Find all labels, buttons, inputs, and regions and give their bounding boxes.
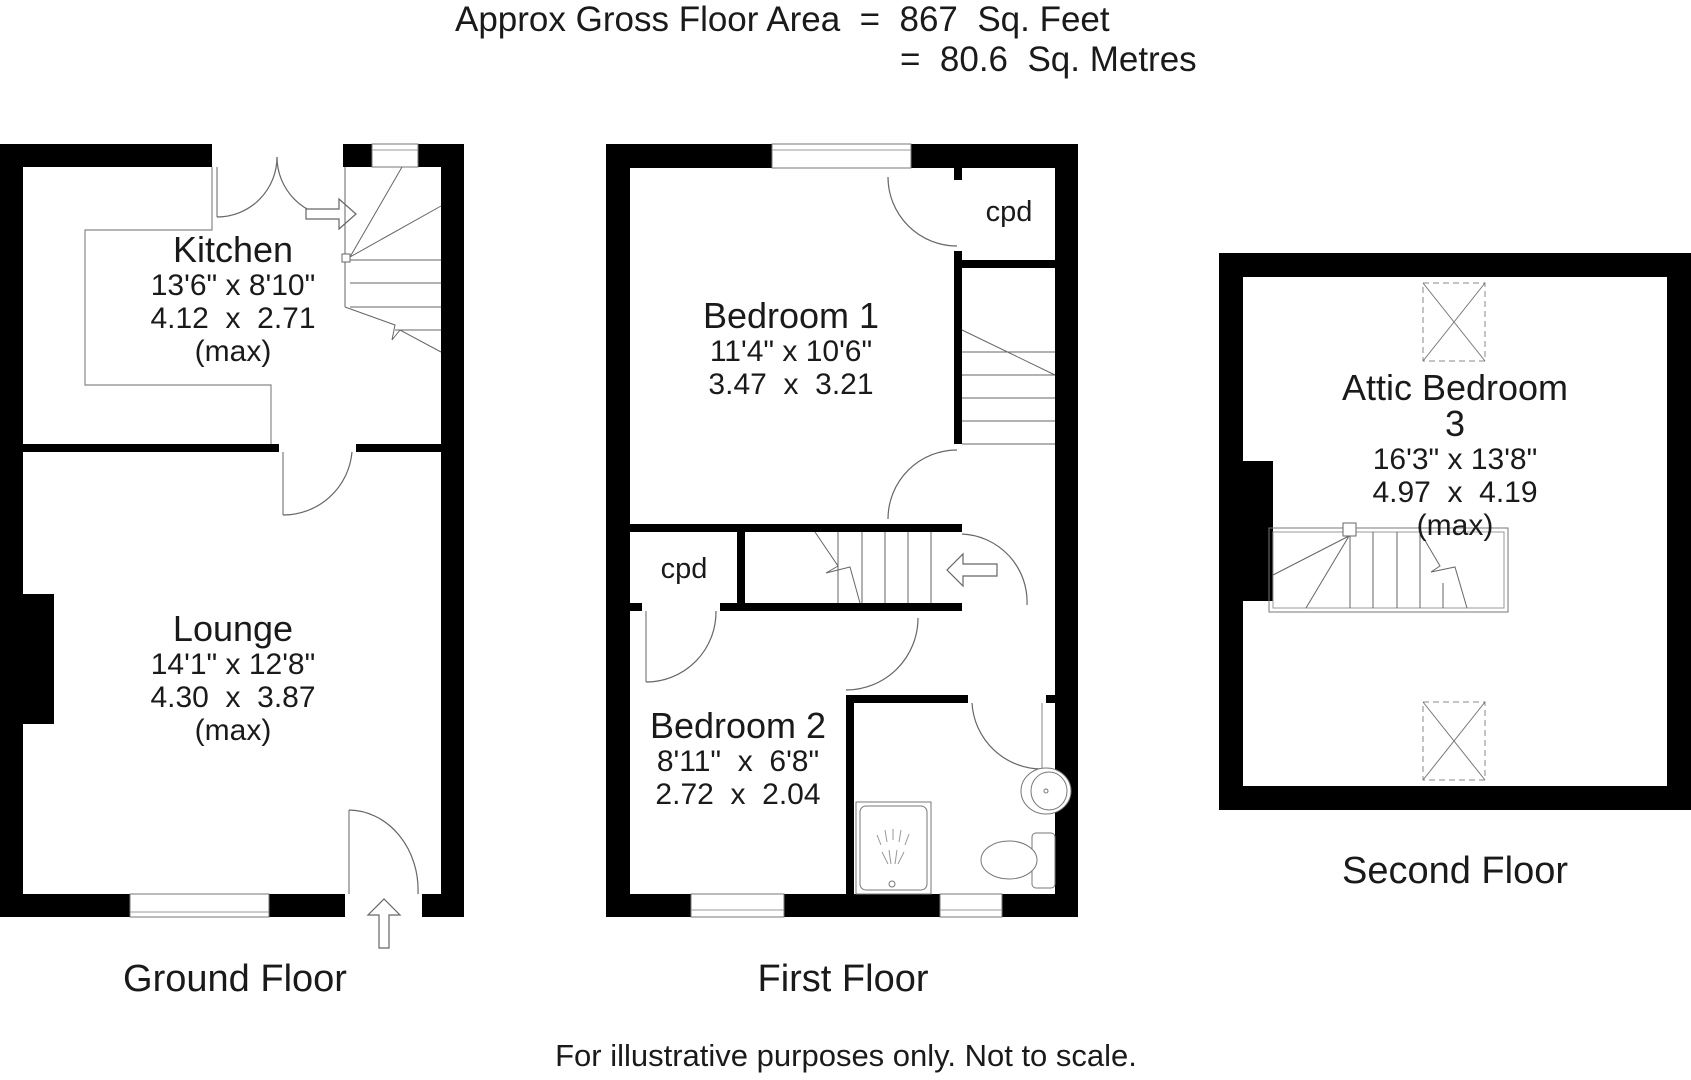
room-note: (max) <box>1416 509 1494 542</box>
room-bedroom-2: Bedroom 2 8'11" x 6'8" 2.72 x 2.04 <box>650 708 826 810</box>
room-name: Lounge <box>172 608 294 649</box>
room-note: (max) <box>194 714 272 747</box>
room-dim-metric: 4.97 x 4.19 <box>1372 476 1538 509</box>
room-dim-metric: 2.72 x 2.04 <box>655 778 821 811</box>
room-note: (max) <box>194 335 272 368</box>
room-kitchen: Kitchen 13'6" x 8'10" 4.12 x 2.71 (max) <box>150 232 315 367</box>
gross-area-sqm: = 80.6 Sq. Metres <box>900 40 1197 79</box>
floor-label-ground: Ground Floor <box>123 958 347 1000</box>
room-dim-imperial: 11'4" x 10'6" <box>709 335 873 368</box>
floor-label-first: First Floor <box>757 958 929 1000</box>
room-dim-metric: 3.47 x 3.21 <box>708 368 874 401</box>
ground-floor-plan <box>0 143 464 949</box>
room-lounge: Lounge 14'1" x 12'8" 4.30 x 3.87 (max) <box>150 611 315 746</box>
room-dim-metric: 4.30 x 3.87 <box>150 681 316 714</box>
first-floor-plan <box>606 143 1078 918</box>
room-dim-imperial: 16'3" x 13'8" <box>1372 443 1538 476</box>
room-name: Bedroom 1 <box>702 295 880 336</box>
room-dim-imperial: 8'11" x 6'8" <box>656 745 820 778</box>
gross-area-sqft: Approx Gross Floor Area = 867 Sq. Feet <box>455 0 1110 39</box>
second-floor-plan <box>1219 253 1691 810</box>
room-bedroom-1: Bedroom 1 11'4" x 10'6" 3.47 x 3.21 <box>703 298 879 400</box>
room-cupboard-lower: cpd <box>660 553 708 585</box>
disclaimer: For illustrative purposes only. Not to s… <box>555 1038 1137 1073</box>
room-name: Kitchen <box>172 229 294 270</box>
room-name: Bedroom 2 <box>649 705 827 746</box>
floor-label-second: Second Floor <box>1341 850 1569 892</box>
room-attic-bedroom-3: Attic Bedroom 3 16'3" x 13'8" 4.97 x 4.1… <box>1337 370 1573 541</box>
room-dim-metric: 4.12 x 2.71 <box>150 302 316 335</box>
room-dim-imperial: 13'6" x 8'10" <box>150 269 316 302</box>
room-cupboard-upper: cpd <box>985 196 1033 228</box>
room-dim-imperial: 14'1" x 12'8" <box>150 648 316 681</box>
room-name: Attic Bedroom 3 <box>1341 367 1569 444</box>
